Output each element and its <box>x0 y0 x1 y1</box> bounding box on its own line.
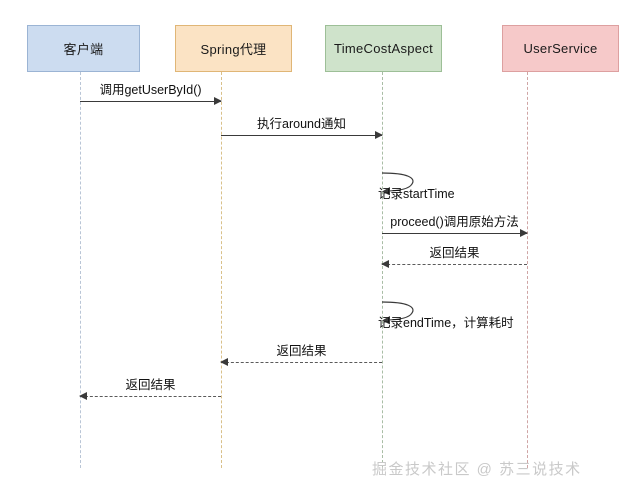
participant-client-label: 客户端 <box>63 42 104 57</box>
message-line <box>382 264 527 265</box>
participant-proxy-label: Spring代理 <box>200 42 267 57</box>
arrowhead-left-icon <box>220 358 228 366</box>
arrowhead-left-icon <box>381 260 389 268</box>
participant-aspect-label: TimeCostAspect <box>333 41 434 56</box>
self-message-record-endtime[interactable]: 记录endTime，计算耗时 <box>378 301 514 330</box>
watermark: 掘金技术社区 @ 苏三说技术 <box>372 461 582 478</box>
message-line <box>382 233 527 234</box>
message-label: proceed()调用原始方法 <box>390 215 519 229</box>
message-line <box>80 396 221 397</box>
arrowhead-right-icon <box>375 131 383 139</box>
self-message-label: 记录endTime，计算耗时 <box>378 316 514 330</box>
message-label: 执行around通知 <box>257 117 346 131</box>
message-line <box>80 101 221 102</box>
participant-proxy[interactable]: Spring代理 <box>175 25 292 72</box>
participant-service-label: UserService <box>523 41 598 56</box>
self-message-label: 记录startTime <box>378 187 455 201</box>
arrowhead-left-icon <box>79 392 87 400</box>
message-line <box>221 362 382 363</box>
lifeline-service <box>527 72 528 468</box>
self-loop-arc-icon <box>381 172 414 196</box>
message-label: 返回结果 <box>429 246 480 260</box>
participant-service[interactable]: UserService <box>502 25 619 72</box>
lifeline-client <box>80 72 81 468</box>
participant-client[interactable]: 客户端 <box>27 25 140 72</box>
lifeline-aspect <box>382 72 383 468</box>
participant-aspect[interactable]: TimeCostAspect <box>325 25 442 72</box>
message-label: 返回结果 <box>125 378 176 392</box>
arrowhead-right-icon <box>214 97 222 105</box>
self-loop-arc-icon <box>381 301 414 325</box>
message-label: 返回结果 <box>276 344 327 358</box>
lifeline-proxy <box>221 72 222 468</box>
arrowhead-right-icon <box>520 229 528 237</box>
message-label: 调用getUserById() <box>99 83 202 97</box>
self-message-record-starttime[interactable]: 记录startTime <box>378 172 455 201</box>
message-line <box>221 135 382 136</box>
